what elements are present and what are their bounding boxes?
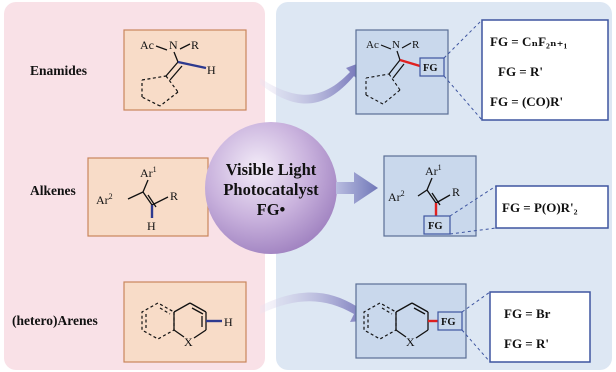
catalyst-line: Photocatalyst [223,180,319,199]
reaction-arrow-3 [260,292,372,322]
arene-product-box: X FG [355,283,467,359]
atom-ar: Ar2 [388,189,405,204]
atom-h: H [224,315,233,329]
fg-box-alkenes: FG = P(O)R'₂ [495,185,609,229]
fg-value: FG = R' [498,64,543,79]
photocatalyst-circle: Visible Light Photocatalyst FG• [205,122,337,254]
atom-fg: FG [441,317,456,328]
atom-h: H [207,63,216,77]
fg-value: FG = P(O)R'₂ [502,200,578,215]
atom-ac: Ac [366,39,379,51]
fg-marker-box [437,311,463,331]
atom-r: R [170,189,178,203]
fg-value: FG = R' [504,336,549,351]
reactive-ch-bond [177,60,207,70]
callout-lines-3 [461,291,491,363]
row-label-enamides: Enamides [30,63,87,78]
fg-value: FG = CₙF₂ₙ₊₁ [490,34,568,49]
catalyst-line: FG• [257,200,286,219]
fg-marker-box [423,215,451,235]
atom-r: R [412,39,420,51]
atom-fg: FG [423,63,438,74]
fg-value: FG = Br [504,306,551,321]
atom-x: X [406,335,415,349]
callout-lines-1 [443,19,483,121]
atom-ac: Ac [140,38,154,52]
fg-box-enamides: FG = CₙF₂ₙ₊₁ FG = R' FG = (CO)R' [481,19,609,121]
atom-fg: FG [428,221,443,232]
arene-reactant-box: X H [123,281,247,363]
atom-n: N [392,39,400,51]
alkene-product-box: Ar1 Ar2 R FG [383,155,477,237]
fg-value: FG = (CO)R' [490,94,563,109]
atom-ar: Ar1 [425,163,442,178]
atom-x: X [184,335,193,349]
atom-ar: Ar1 [140,165,157,180]
atom-ar: Ar2 [96,192,113,207]
atom-n: N [169,38,178,52]
enamide-reactant-box: Ac N R H [123,29,247,111]
alkene-reactant-box: Ar1 Ar2 R H [87,157,209,237]
catalyst-line: Visible Light [226,160,317,179]
new-c-fg-bond [399,58,421,68]
atom-r: R [191,38,199,52]
atom-h: H [147,219,156,233]
enamide-product-box: Ac N R FG [355,29,449,115]
fg-marker-box [419,57,445,77]
callout-lines-2 [449,185,497,235]
reaction-arrow-1 [260,62,362,104]
row-label-arenes: (hetero)Arenes [12,313,98,328]
atom-r: R [452,185,460,199]
reaction-arrow-2 [336,172,378,204]
fg-box-arenes: FG = Br FG = R' [489,291,591,363]
row-label-alkenes: Alkenes [30,183,76,198]
